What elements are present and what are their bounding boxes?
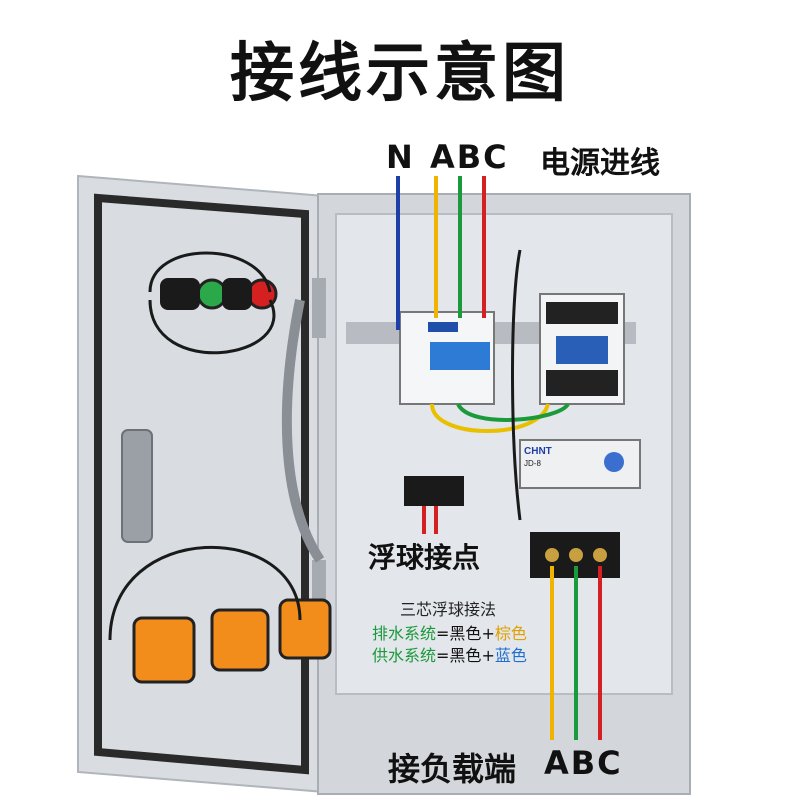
load-terminal-screw-c bbox=[593, 548, 607, 562]
door-wire-bundle bbox=[281, 299, 325, 563]
hinge-top bbox=[312, 278, 326, 338]
contactor-front bbox=[556, 336, 608, 364]
relay-knob bbox=[604, 452, 624, 472]
float-wiring-title: 三芯浮球接法 bbox=[400, 600, 497, 619]
selector-switch-2 bbox=[210, 608, 270, 672]
indicator-light-green bbox=[196, 278, 228, 310]
selector-switch-1 bbox=[132, 616, 196, 684]
relay-model: JD-8 bbox=[524, 459, 541, 468]
note-plus: + bbox=[481, 646, 495, 665]
drain-system-note: 排水系统=黑色+棕色 bbox=[372, 620, 527, 644]
indicator-body-green bbox=[160, 278, 200, 310]
drain-system-label: 排水系统 bbox=[372, 624, 437, 643]
label-neutral: N bbox=[386, 138, 413, 176]
breaker-label-plate bbox=[428, 322, 458, 332]
note-plus: + bbox=[481, 624, 495, 643]
note-brown: 棕色 bbox=[494, 624, 527, 643]
door-wire-loop bbox=[108, 251, 302, 641]
label-float-contact: 浮球接点 bbox=[368, 541, 481, 574]
supply-system-label: 供水系统 bbox=[372, 646, 437, 665]
float-terminal-block bbox=[404, 476, 464, 506]
label-power-in: 电源进线 bbox=[540, 146, 660, 181]
label-phases-in: ABC bbox=[430, 138, 509, 176]
label-phases-out: ABC bbox=[544, 744, 623, 782]
contactor-bottom-terminals bbox=[546, 370, 618, 396]
internal-wire-black bbox=[511, 249, 522, 521]
note-black: 黑色 bbox=[449, 646, 482, 665]
note-black: 黑色 bbox=[449, 624, 482, 643]
note-eq: = bbox=[436, 646, 450, 665]
page-title: 接线示意图 bbox=[230, 37, 570, 111]
door-latch bbox=[121, 429, 153, 543]
contactor-top-terminals bbox=[546, 302, 618, 324]
note-eq: = bbox=[436, 624, 450, 643]
note-blue: 蓝色 bbox=[494, 646, 527, 665]
indicator-body-red bbox=[222, 278, 252, 310]
relay-brand: CHNT bbox=[524, 446, 552, 457]
door-gasket bbox=[94, 193, 309, 775]
load-terminal-screw-b bbox=[569, 548, 583, 562]
breaker-handles bbox=[430, 342, 490, 370]
supply-system-note: 供水系统=黑色+蓝色 bbox=[372, 642, 527, 666]
label-load-end: 接负载端 bbox=[388, 750, 517, 788]
selector-switch-3 bbox=[278, 598, 332, 660]
load-terminal-screw-a bbox=[545, 548, 559, 562]
